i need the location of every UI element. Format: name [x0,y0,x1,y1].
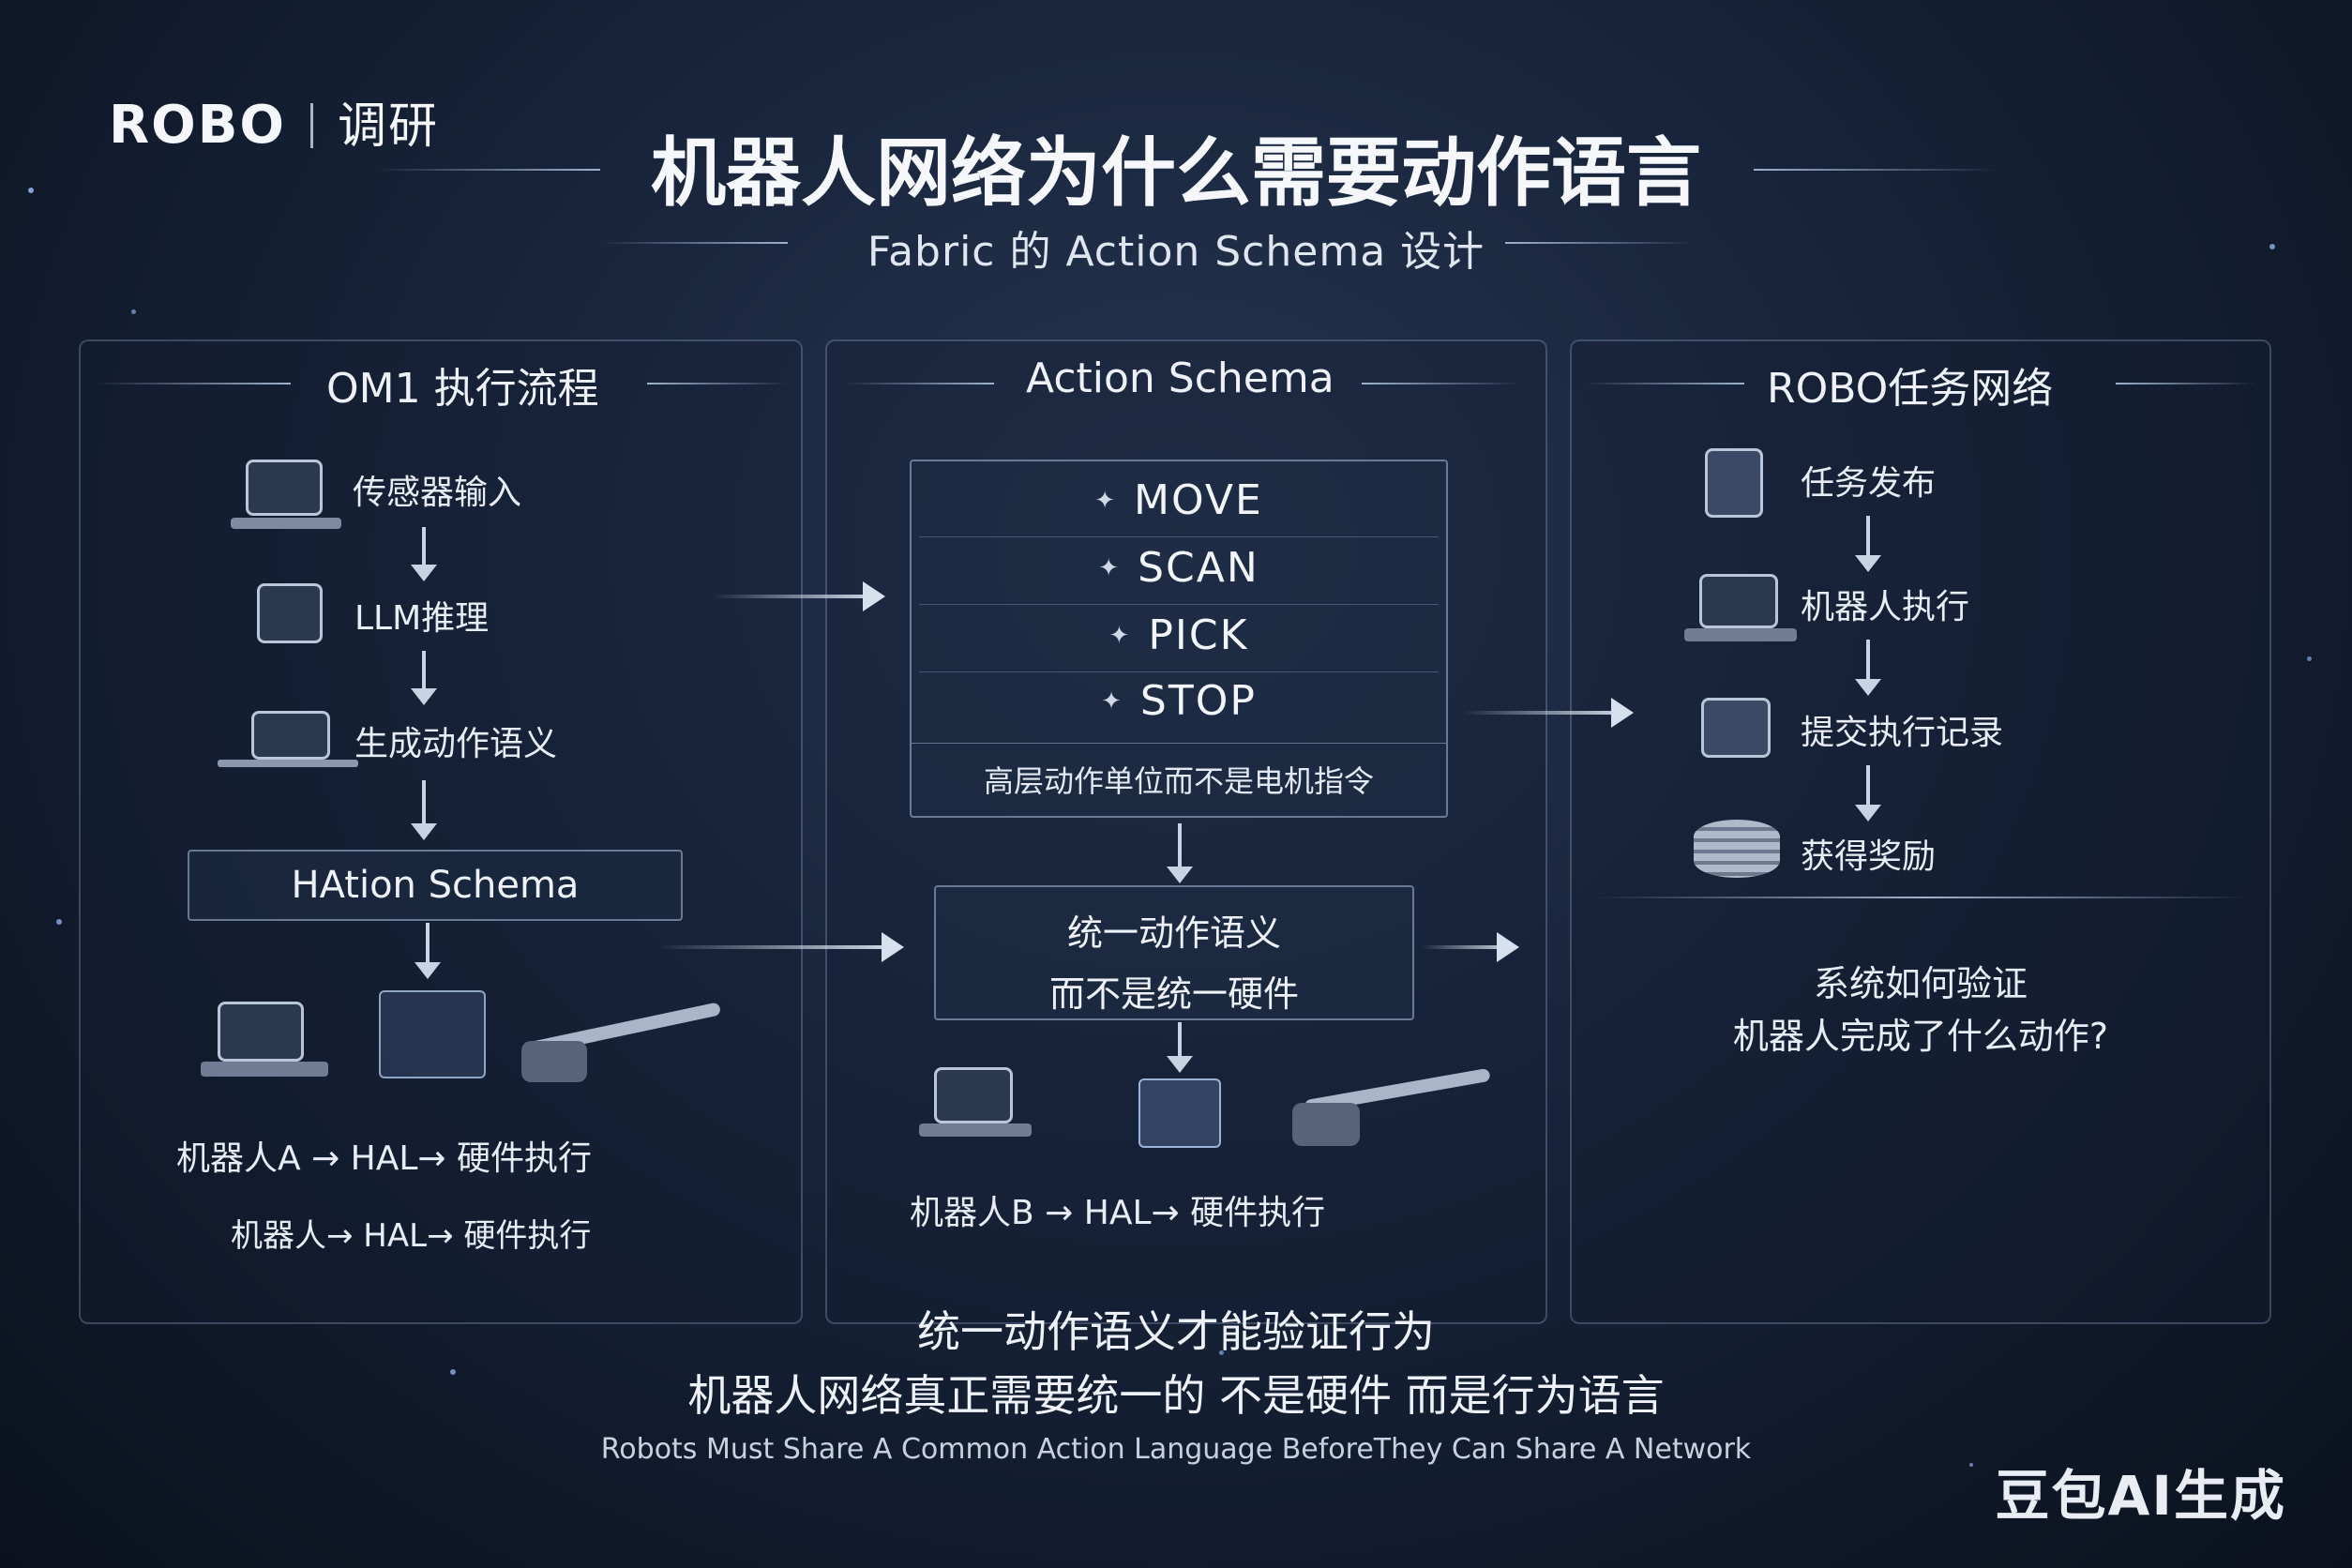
hation-schema-label: HAtion Schema [291,864,580,907]
server-icon [257,583,323,643]
brand-name: ROBO [109,95,287,156]
sparkle-icon: ✦ [1101,687,1123,716]
arrow-down [1167,823,1193,883]
subtitle-line-left [600,242,788,244]
step-sensor-input: 传感器输入 [353,474,522,512]
sparkle-icon: ✦ [1094,487,1118,515]
panel-title-om1: OM1 执行流程 [326,365,599,413]
star-dot [450,1369,456,1375]
robot-base-icon [231,518,341,529]
chip-icon [1138,1078,1221,1148]
row-divider [919,604,1439,605]
robotic-arm-base-icon [1292,1103,1360,1146]
step-robot-execute: 机器人执行 [1801,588,1970,626]
panel-title-action-schema: Action Schema [1026,354,1334,402]
panel-robo-network [1570,339,2271,1324]
arrow-right [713,581,885,611]
robot-icon [218,1002,304,1062]
step-get-reward: 获得奖励 [1801,837,1937,876]
laptop-icon [251,711,330,760]
title-line-left [375,169,600,171]
line-robot-a-hal: 机器人A → HAL→ 硬件执行 [176,1139,593,1178]
step-task-publish: 任务发布 [1801,464,1937,503]
arrow-down [411,651,437,705]
panel-title-line [844,383,994,384]
step-generate-semantics: 生成动作语义 [354,725,558,763]
star-dot [1219,1350,1224,1355]
arrow-down [415,923,441,979]
title-line-right [1754,169,1998,171]
line-robot-b-hal: 机器人B → HAL→ 硬件执行 [910,1194,1326,1232]
robot-base-icon [919,1123,1032,1137]
robot-base-icon [1684,628,1797,641]
arrow-down [1855,765,1881,822]
brand-logo: ROBO 调研 [109,86,439,157]
document-icon [1705,448,1763,518]
subtitle-line-right [1505,242,1693,244]
robot-icon [934,1067,1013,1123]
step-llm-inference: LLM推理 [354,599,490,638]
actions-caption: 高层动作单位而不是电机指令 [983,763,1374,799]
footer-line-3: Robots Must Share A Common Action Langua… [600,1433,1752,1466]
unify-line-1: 统一动作语义 [1066,912,1281,954]
submit-record-icon [1701,698,1771,758]
star-dot [1969,1463,1973,1467]
panel-title-line [1362,383,1521,384]
coins-icon [1694,820,1780,878]
sparkle-icon: ✦ [1108,622,1132,650]
machine-icon [379,990,486,1078]
arrow-down [411,527,437,581]
action-stop: ✦STOP [1101,677,1257,725]
star-dot [56,919,62,925]
laptop-base-icon [218,760,358,767]
footer-line-1: 统一动作语义才能验证行为 [917,1306,1435,1357]
arrow-down [1855,640,1881,696]
robot-base-icon [201,1062,328,1077]
panel-title-line [2116,383,2256,384]
hation-schema-box: HAtion Schema [188,850,683,921]
brand-divider [310,103,314,148]
panel-om1-flow [79,339,803,1324]
page-title: 机器人网络为什么需要动作语言 [651,129,1701,217]
section-divider [1594,897,2251,898]
action-list-box [910,460,1448,818]
star-dot [28,188,34,193]
arrow-right [1422,932,1519,962]
row-divider [919,671,1439,672]
robot-icon [1699,574,1778,628]
panel-title-line [1585,383,1744,384]
action-move: ✦MOVE [1094,476,1263,524]
arrow-down [411,780,437,840]
arrow-right [1463,698,1634,728]
page-subtitle: Fabric 的 Action Schema 设计 [867,228,1485,276]
sparkle-icon: ✦ [1098,554,1122,582]
panel-title-robo-network: ROBO任务网络 [1767,365,2054,413]
unify-line-2: 而不是统一硬件 [1048,973,1299,1015]
arrow-right [656,932,904,962]
star-dot [2307,656,2312,661]
action-scan: ✦SCAN [1098,544,1259,592]
question-line-2: 机器人完成了什么动作? [1732,1016,2109,1057]
star-dot [131,309,136,314]
brand-subtitle: 调研 [338,98,440,155]
star-dot [2269,244,2275,249]
footer-line-2: 机器人网络真正需要统一的 不是硬件 而是行为语言 [687,1370,1665,1421]
robotic-arm-base-icon [521,1041,587,1082]
row-divider [919,536,1439,537]
action-pick: ✦PICK [1108,611,1249,659]
question-line-1: 系统如何验证 [1813,963,2028,1004]
arrow-down [1167,1022,1193,1073]
row-divider [912,743,1446,744]
panel-title-line [94,383,291,384]
watermark: 豆包AI生成 [1995,1464,2286,1528]
line-robot-hal: 机器人→ HAL→ 硬件执行 [231,1217,592,1255]
arrow-down [1855,516,1881,572]
unify-semantics-box: 统一动作语义 而不是统一硬件 [934,885,1414,1020]
step-submit-record: 提交执行记录 [1801,714,2004,752]
panel-title-line [647,383,788,384]
robot-icon [246,460,323,516]
